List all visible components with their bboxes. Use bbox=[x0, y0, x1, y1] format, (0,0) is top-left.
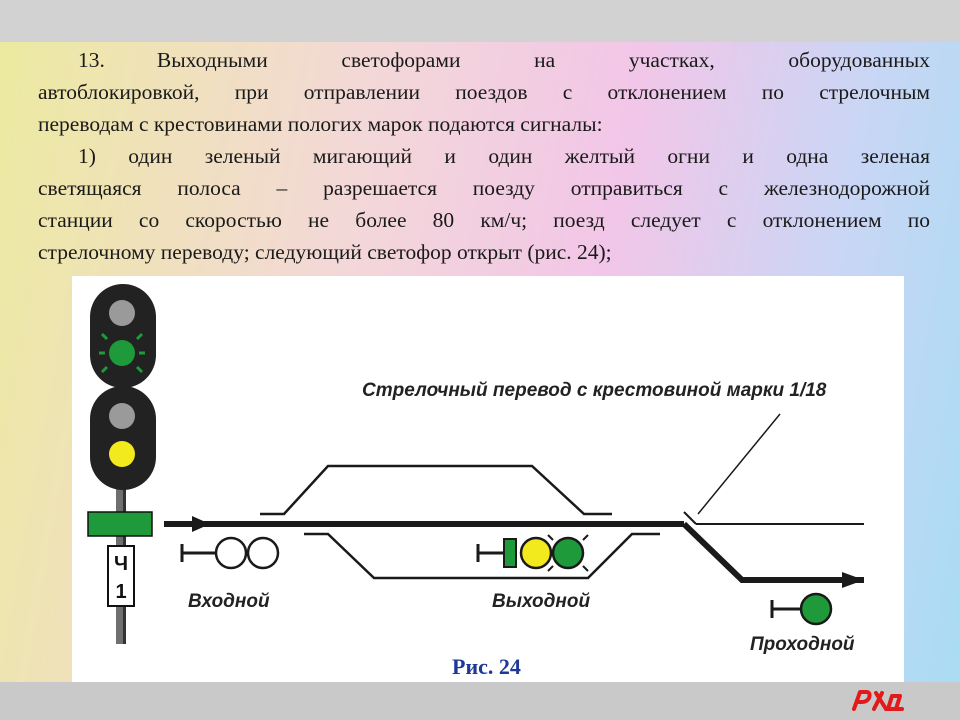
paragraph-line-5: светящаяся полоса – разрешается поезду о… bbox=[38, 176, 930, 200]
pass-signal-label: Проходной bbox=[750, 634, 855, 655]
plate-number: 1 bbox=[115, 581, 126, 603]
bottom-bar bbox=[0, 682, 960, 720]
paragraph-line-6: станции со скоростью не более 80 км/ч; п… bbox=[38, 208, 930, 232]
track-diagram: Ч 1 Стрелочный перевод с крестовиной мар… bbox=[87, 284, 864, 655]
exit-signal bbox=[476, 534, 589, 572]
lower-siding-track bbox=[304, 532, 660, 580]
entry-signal-label: Входной bbox=[188, 591, 270, 612]
paragraph-line-3: переводам с крестовинами пологих марок п… bbox=[38, 112, 603, 136]
lamp-off-lower bbox=[109, 403, 135, 429]
lamp-green-flashing bbox=[109, 340, 135, 366]
paragraph-line-1: 13. Выходными светофорами на участках, о… bbox=[38, 44, 930, 76]
green-stripe-indicator bbox=[87, 511, 153, 537]
figure-caption: Рис. 24 bbox=[452, 654, 521, 679]
diverging-arrow-icon bbox=[842, 572, 864, 588]
plate-letter: Ч bbox=[114, 553, 128, 575]
entry-signal bbox=[180, 536, 280, 570]
switch-label: Стрелочный перевод с крестовиной марки 1… bbox=[362, 380, 827, 401]
item-number: 13. bbox=[78, 48, 105, 72]
exit-signal-label: Выходной bbox=[492, 591, 590, 612]
switch-pointer-line bbox=[697, 413, 781, 515]
rzd-logo-icon bbox=[852, 690, 904, 711]
upper-siding-track bbox=[260, 464, 612, 516]
paragraph-line-7: стрелочному переводу; следующий светофор… bbox=[38, 240, 612, 264]
lamp-off-upper bbox=[109, 300, 135, 326]
paragraph-line-4: 1) один зеленый мигающий и один желтый о… bbox=[78, 144, 930, 168]
rzd-logo bbox=[848, 684, 908, 719]
pass-signal bbox=[770, 592, 833, 626]
paragraph-line-2: автоблокировкой, при отправлении поездов… bbox=[38, 80, 930, 104]
lamp-yellow bbox=[109, 441, 135, 467]
top-bar bbox=[0, 0, 960, 42]
diverging-route bbox=[681, 521, 864, 583]
direction-arrow-icon bbox=[192, 516, 210, 532]
figure-24: Ч 1 Стрелочный перевод с крестовиной мар… bbox=[72, 276, 904, 682]
flashing-rays-icon bbox=[99, 332, 145, 374]
signal-head-upper bbox=[90, 284, 156, 388]
line-1-text: Выходными светофорами на участках, обору… bbox=[156, 48, 930, 72]
signal-head-lower bbox=[90, 386, 156, 490]
signal-plate bbox=[107, 545, 135, 607]
